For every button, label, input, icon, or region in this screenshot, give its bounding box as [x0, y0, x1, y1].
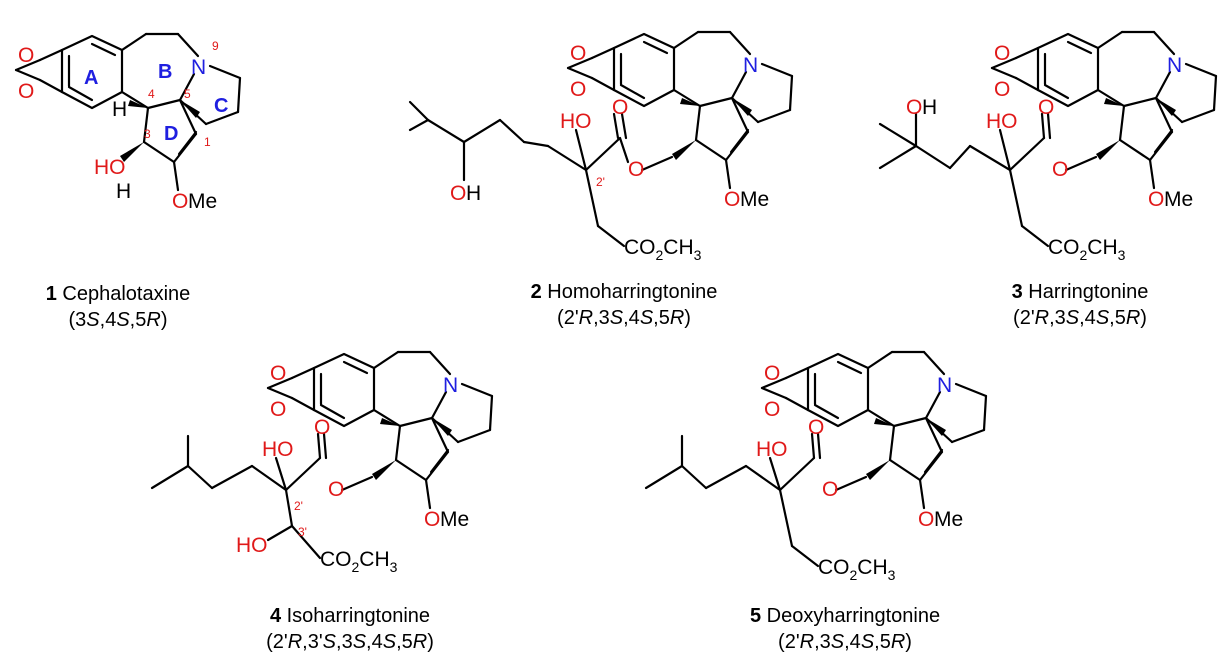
structure-1: HO H H A B C D 9 4 5 3 1 — [14, 32, 242, 215]
atom-hydroxyl: HO — [986, 110, 1018, 133]
atom-o: O — [628, 158, 644, 181]
atom-h: H — [466, 182, 481, 205]
ester-group: CO2CH3 — [818, 556, 896, 583]
atom-hydroxyl: HO — [560, 110, 592, 133]
locant-3-prime: 3' — [298, 525, 307, 539]
atom-o: O — [808, 416, 824, 439]
ring-label-b: B — [158, 61, 172, 83]
atom-h: H — [116, 180, 131, 203]
atom-o: O — [1052, 158, 1068, 181]
caption-3: 3 Harringtonine (2'R,3S,4S,5R) — [1012, 281, 1149, 329]
atom-o: O — [450, 182, 466, 205]
atom-h: H — [112, 98, 127, 121]
locant-9: 9 — [212, 39, 219, 53]
caption-name: 5 Deoxyharringtonine — [750, 605, 940, 627]
atom-o: O — [612, 96, 628, 119]
caption-stereo: (3S,4S,5R) — [69, 309, 168, 331]
caption-2: 2 Homoharringtonine (2'R,3S,4S,5R) — [531, 281, 718, 329]
atom-hydroxyl: HO — [94, 156, 126, 179]
locant-2-prime: 2' — [294, 499, 303, 513]
caption-stereo: (2'R,3S,4S,5R) — [1013, 307, 1147, 329]
atom-hydroxyl: HO — [756, 438, 788, 461]
locant-4: 4 — [148, 87, 155, 101]
caption-1: 1 Cephalotaxine (3S,4S,5R) — [46, 283, 191, 331]
ester-group: CO2CH3 — [624, 236, 702, 263]
caption-stereo: (2'R,3'S,3S,4S,5R) — [266, 631, 434, 653]
atom-hydroxyl: HO — [236, 534, 268, 557]
atom-h: H — [922, 96, 937, 119]
atom-o: O — [906, 96, 922, 119]
atom-o: O — [1038, 96, 1054, 119]
caption-4: 4 Isoharringtonine (2'R,3'S,3S,4S,5R) — [266, 605, 434, 653]
structure-2: O O HO O H CO2CH3 2' — [408, 30, 794, 263]
structure-5: O O HO CO2CH3 — [644, 350, 988, 583]
atom-hydroxyl: HO — [262, 438, 294, 461]
ester-group: CO2CH3 — [1048, 236, 1126, 263]
locant-1: 1 — [204, 135, 211, 149]
ester-group: CO2CH3 — [320, 548, 398, 575]
atom-o: O — [328, 478, 344, 501]
caption-name: 1 Cephalotaxine — [46, 283, 191, 305]
caption-name: 3 Harringtonine — [1012, 281, 1149, 303]
locant-5: 5 — [184, 87, 191, 101]
atom-o: O — [822, 478, 838, 501]
caption-stereo: (2'R,3S,4S,5R) — [778, 631, 912, 653]
caption-5: 5 Deoxyharringtonine (2'R,3S,4S,5R) — [750, 605, 940, 653]
structure-4: O O HO HO CO2CH3 2' 3' — [150, 350, 494, 575]
ring-label-a: A — [84, 67, 98, 89]
caption-stereo: (2'R,3S,4S,5R) — [557, 307, 691, 329]
structure-3: O O HO O H CO2CH3 — [878, 30, 1218, 263]
ring-label-c: C — [214, 95, 228, 117]
locant-2-prime: 2' — [596, 175, 605, 189]
caption-name: 4 Isoharringtonine — [270, 605, 430, 627]
locant-3: 3 — [144, 127, 151, 141]
atom-o: O — [314, 416, 330, 439]
caption-name: 2 Homoharringtonine — [531, 281, 718, 303]
ring-label-d: D — [164, 123, 178, 145]
